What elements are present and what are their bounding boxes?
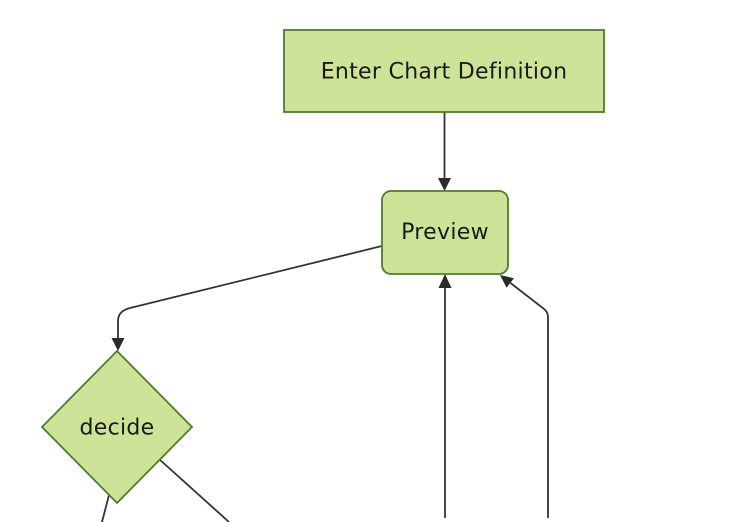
node-enter-chart-definition: Enter Chart Definition xyxy=(283,29,605,113)
node-label: Preview xyxy=(401,220,489,245)
edge-decide-to-bottom-right xyxy=(158,458,230,522)
arrowhead-up-icon xyxy=(438,274,452,288)
node-decide: decide xyxy=(40,349,194,505)
edge-decide-to-bottom-left xyxy=(101,494,110,522)
arrowhead-down-icon xyxy=(438,178,451,191)
node-preview: Preview xyxy=(381,190,509,275)
node-label: decide xyxy=(79,416,154,441)
edge-bottom-right-to-preview xyxy=(500,275,549,518)
edge-enter-to-preview xyxy=(438,112,451,191)
edge-preview-to-decide xyxy=(111,245,383,351)
node-label: Enter Chart Definition xyxy=(321,60,568,85)
arrowhead-up-left-icon xyxy=(500,275,514,288)
edge-bottom-to-preview xyxy=(438,274,452,518)
diamond-shape xyxy=(40,349,194,505)
arrowhead-down-icon xyxy=(111,338,125,351)
rounded-rectangle-shape xyxy=(381,190,509,275)
rectangle-shape xyxy=(283,29,605,113)
